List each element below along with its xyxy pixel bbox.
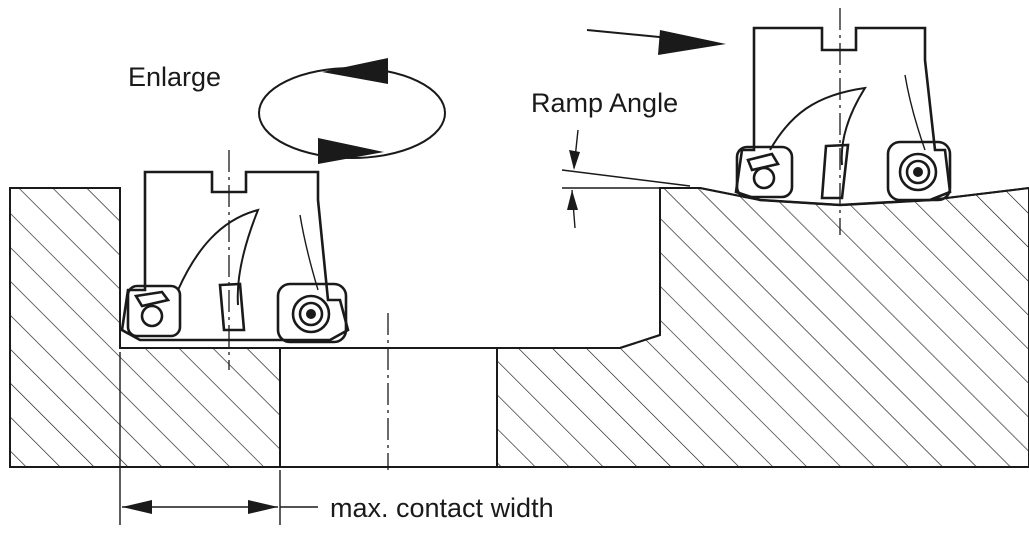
insert-right-a-screw <box>752 166 776 190</box>
cutter-left <box>120 150 350 370</box>
workpiece-right-block <box>496 186 1029 468</box>
enlarge-label: Enlarge <box>128 62 221 92</box>
insert-left-c-screw-inner <box>298 301 324 327</box>
insert-left-b <box>218 282 246 332</box>
insert-left-a-screw <box>140 304 164 328</box>
insert-left-c <box>276 282 348 344</box>
feed-direction-arrow <box>586 29 726 55</box>
ramp-angle-arrowhead-upper <box>569 150 580 170</box>
insert-right-a <box>735 145 794 199</box>
insert-left-c-screw-core <box>306 309 316 319</box>
cutter-right-flute <box>769 86 867 166</box>
cutter-right <box>734 8 952 235</box>
insert-right-c-screw-outer <box>898 152 938 192</box>
rotation-indicator <box>258 58 446 164</box>
pocket-floor-line <box>120 334 661 349</box>
insert-left-c-screw-outer <box>291 294 331 334</box>
insert-right-a-chip <box>746 152 781 172</box>
cutter-right-flute-2 <box>904 74 926 151</box>
insert-right-c <box>886 140 952 202</box>
ramp-angle-dimension <box>561 129 700 229</box>
cutter-left-flute-2 <box>299 214 319 291</box>
ramp-angle-inclined <box>561 169 691 187</box>
cutter-left-flute <box>177 208 260 306</box>
workpiece <box>9 186 1029 468</box>
insert-left-a <box>126 284 182 338</box>
feed-arrow-head <box>658 30 726 55</box>
rotation-ellipse <box>258 67 446 159</box>
insert-right-c-screw-core <box>913 167 923 177</box>
ramp-angle-label: Ramp Angle <box>531 88 678 118</box>
rotation-arrow-bottom <box>318 138 384 164</box>
contact-width-arrow-right <box>248 500 278 514</box>
insert-right-b <box>820 143 850 200</box>
ramp-angle-arrowhead-lower <box>567 190 578 210</box>
contact-width-label: max. contact width <box>330 493 554 523</box>
contact-width-arrow-left <box>122 500 152 514</box>
contact-width-dimension <box>119 352 318 525</box>
rotation-arrow-top <box>322 58 388 84</box>
insert-right-c-screw-inner <box>905 159 931 185</box>
insert-left-a-chip <box>133 290 171 308</box>
